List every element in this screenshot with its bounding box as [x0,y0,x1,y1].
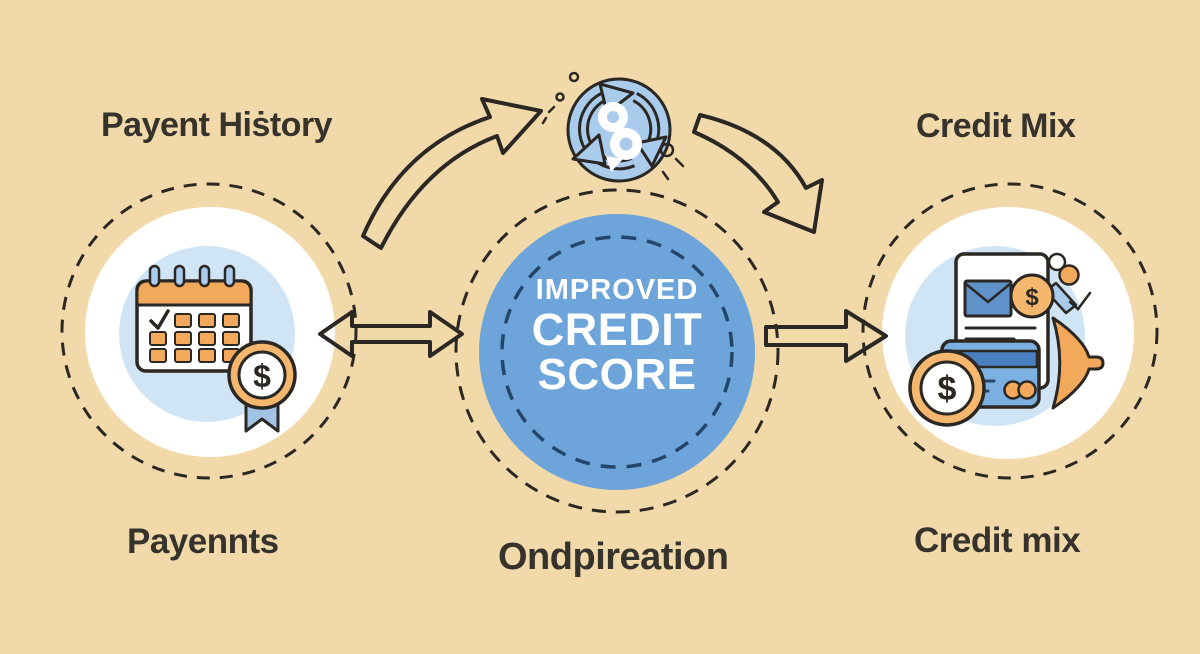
dollar-sign-icon: $ [253,358,271,394]
horn-icon [1051,316,1105,410]
center-circle-text: IMPROVED CREDIT SCORE [477,272,757,398]
trail-dot [568,71,580,83]
payment-history-group: $ [60,182,358,480]
sparkle-dash [674,157,685,168]
coin-icon [1009,273,1055,319]
refresh-cycle-icon [541,71,685,183]
bubble-icon [1058,264,1080,286]
calendar-ring [198,264,211,288]
sparkle-dash [661,170,670,181]
improved-credit-score-group [454,188,780,514]
dollar-sign-icon: $ [938,370,957,408]
payments-caption: Payennts [127,522,279,561]
calendar-grid [149,313,240,363]
envelope-fold [965,283,1011,304]
center-line-score: SCORE [537,350,697,399]
envelope-icon [963,279,1013,318]
curved-arrow-down [692,113,824,234]
inner-dashed-ring [500,235,734,469]
trail-dash [541,116,548,125]
center-caption: Ondpireation [498,536,729,578]
curved-arrow-up [361,97,543,250]
credit-mix-title: Credit Mix [916,107,1076,145]
calendar-ring [223,264,236,288]
medal-inner [237,350,287,400]
credit-mix-documents-icon: $ $ [908,252,1105,427]
payment-history-title: Payent Hiṡtory [101,106,333,144]
calendar-payment-icon: $ [135,264,297,433]
blue-disc [479,214,755,490]
dashed-ring [60,182,358,480]
trail-dot [555,92,565,102]
card-dot [1017,380,1037,400]
trail-dash [547,105,556,114]
calendar-ring [173,264,186,288]
credit-mix-caption: Credit mix [914,521,1081,560]
calendar-header [135,279,253,307]
center-line-credit: CREDIT [531,304,703,355]
credit-mix-group: $ $ [861,182,1159,480]
bubble-icon [1047,252,1067,272]
calendar-ring [148,264,161,288]
center-line-improved: IMPROVED [535,274,699,306]
connector-arrows [318,97,888,363]
checkmark-icon [149,309,170,330]
outer-dashed-ring [454,188,780,514]
dollar-sign-icon: $ [1025,284,1039,311]
coin-inner [919,360,975,416]
double-arrow [318,310,464,358]
swoosh [1068,291,1092,311]
dashed-ring [861,182,1159,480]
cycle-center-figure [598,102,642,172]
sparkle-dot [659,142,675,158]
right-arrow [764,309,888,363]
